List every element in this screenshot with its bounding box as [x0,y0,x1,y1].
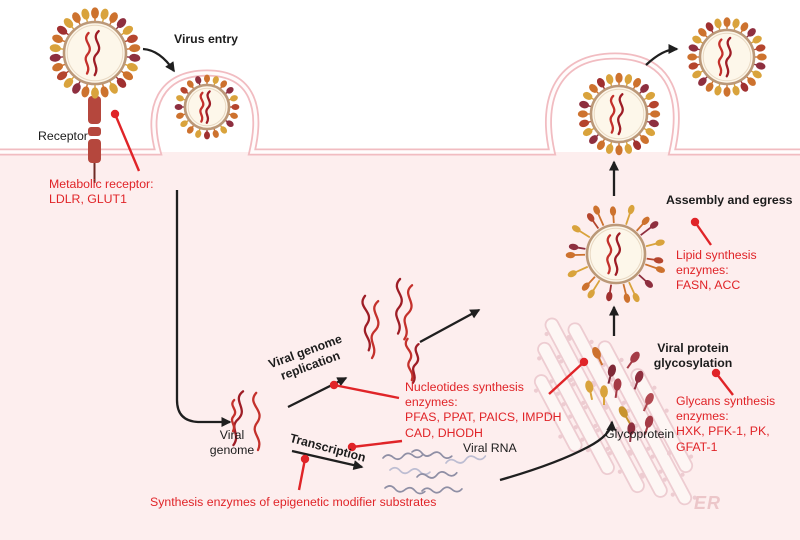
callout-line [694,221,712,246]
virus-entry-arrow [142,47,175,73]
callout-dot [579,357,589,367]
glycosylation-arrow [499,420,617,482]
glycoprotein-icon [613,378,622,399]
rna-export-arrow [419,308,481,344]
viral-genome-rna [230,277,420,452]
glycoprotein-icon [643,415,654,435]
callout-dot [347,442,357,452]
callout-dot [690,217,700,227]
glycoprotein-cluster [585,346,654,443]
callout-dot [110,109,120,119]
callout-line [297,458,307,491]
callout-line [548,361,585,395]
glycoprotein-icon [642,392,654,412]
virus-entering [174,74,240,140]
glycoprotein-icon [600,385,608,405]
receptor-icon [88,96,101,183]
callout-dot [300,454,310,464]
virus-budding [577,72,661,156]
release-arrow [645,44,679,66]
viral-mrna-strands [382,449,487,495]
callout-line [351,439,403,449]
virus-assembling [565,204,665,303]
glycoprotein-icon [633,370,644,390]
callout-pointers [110,109,734,491]
cell-membrane [0,52,800,156]
callout-dot [711,368,721,378]
endoplasmic-reticulum [533,317,697,506]
genome-release-arrow [175,190,232,427]
glycoprotein-icon [607,364,617,384]
glycoprotein-icon [592,346,604,366]
virus-released [687,17,767,97]
virus-extracellular [49,7,141,99]
transcription-arrow [291,449,364,470]
glycoprotein-icon [618,406,631,425]
glycoprotein-icon [627,422,636,443]
callout-dot [329,380,339,390]
callout-line [333,383,400,400]
glycoprotein-icon [626,351,640,369]
callout-line [113,113,141,172]
glycoprotein-icon [585,380,594,400]
callout-line [715,372,734,396]
